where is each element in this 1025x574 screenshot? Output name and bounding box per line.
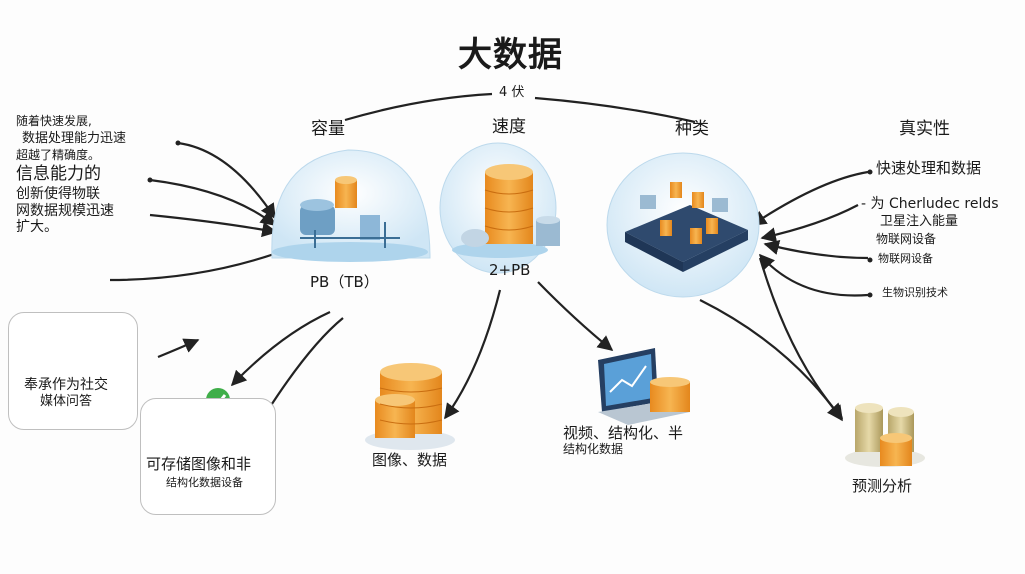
arrow-predict-2 — [758, 257, 844, 420]
velocity-bubble — [439, 142, 560, 274]
arrow-right-3 — [763, 239, 869, 260]
arrow-video — [537, 281, 614, 351]
volume-unit-label: PB（TB） — [310, 273, 379, 291]
video-label-line2: 结构化数据 — [563, 442, 624, 456]
velocity-unit-label: 2+PB — [489, 261, 531, 279]
social-label-line1: 奉承作为社交 — [24, 377, 108, 393]
left-note-line: 数据处理能力迅速 — [22, 131, 127, 146]
bullet-dot — [175, 140, 181, 146]
left-note-line: 信息能力的 — [16, 164, 101, 184]
iot-badge: 物联网 — [96, 345, 124, 355]
bullet-dot — [147, 177, 153, 183]
storage-label-line1: 可存储图像和非 — [146, 455, 252, 473]
arrow-images — [444, 289, 502, 420]
left-note-line: 超越了精确度。 — [16, 148, 101, 162]
video-label-line1: 视频、结构化、半 — [563, 424, 684, 442]
arc-title-right — [534, 96, 696, 124]
left-note-line: 创新使得物联 — [16, 186, 100, 202]
right-note-item: 卫星注入能量 — [880, 214, 959, 229]
bullet-dot — [867, 169, 873, 175]
category-variety: 种类 — [675, 119, 709, 139]
right-note-item: 物联网设备 — [878, 252, 933, 265]
category-velocity: 速度 — [492, 117, 526, 137]
right-note-item: 物联网设备 — [876, 232, 937, 246]
storage-card — [140, 398, 276, 515]
bullet-dot — [867, 257, 873, 263]
images-coin-stack — [365, 363, 455, 450]
images-data-label: 图像、数据 — [372, 451, 448, 469]
page-title: 大数据 — [458, 35, 563, 75]
bullet-dot — [867, 292, 873, 298]
arrow-social — [157, 338, 200, 359]
left-note-line: 扩大。 — [16, 219, 58, 235]
social-media-card — [8, 312, 138, 430]
volume-bubble — [271, 149, 431, 262]
right-note-item: - 为 Cherludec relds — [861, 196, 999, 212]
variety-bubble — [606, 152, 760, 298]
arrow-note-3 — [149, 213, 278, 238]
category-veracity: 真实性 — [899, 119, 950, 139]
right-note-item: 快速处理和数据 — [876, 159, 982, 177]
predictive-coin-stack — [845, 403, 925, 467]
arrow-right-1 — [750, 170, 869, 226]
predictive-analysis-label: 预测分析 — [852, 477, 913, 495]
arrow-storage-1 — [230, 311, 331, 387]
left-note-line: 网数据规模迅速 — [16, 203, 114, 219]
arrow-note-2 — [149, 178, 277, 226]
left-note-line: 随着快速发展, — [16, 114, 92, 128]
social-label-line2: 媒体问答 — [40, 394, 93, 409]
arc-title-left — [344, 92, 493, 122]
right-note-item: 生物识别技术 — [882, 286, 948, 299]
arrow-note-1 — [177, 141, 276, 220]
arrow-note-4 — [109, 250, 281, 282]
arrow-right-4 — [758, 253, 869, 297]
laptop-device — [598, 348, 690, 425]
subtitle: 4 伏 — [499, 85, 525, 100]
arrow-storage-2 — [267, 317, 344, 411]
arrow-right-2 — [760, 204, 859, 243]
category-volume: 容量 — [311, 119, 345, 139]
storage-label-line2: 结构化数据设备 — [166, 476, 243, 489]
